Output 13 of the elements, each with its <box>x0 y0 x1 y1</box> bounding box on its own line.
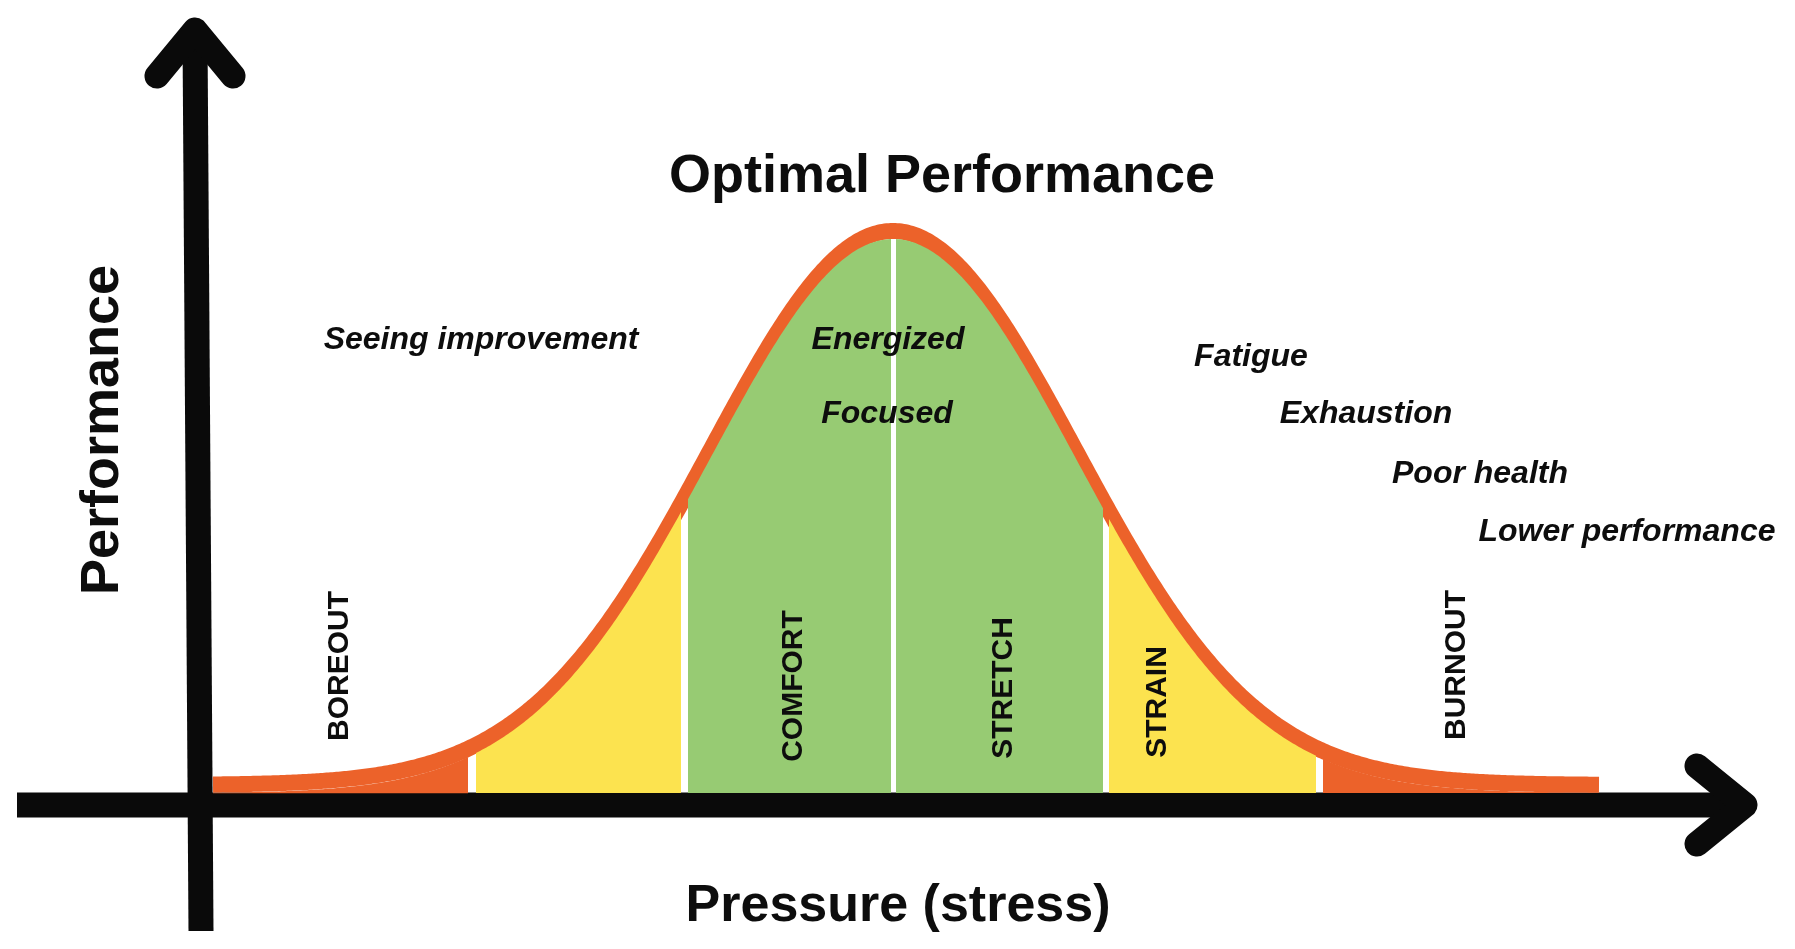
zone-label: BOREOUT <box>323 591 353 741</box>
zone-band <box>1109 519 1316 793</box>
annotation-text: Exhaustion <box>1279 396 1453 428</box>
annotation-text: Poor health <box>1392 456 1568 488</box>
zone-label: STRAIN <box>1141 646 1171 758</box>
annotation-text: Lower performance <box>1478 514 1776 546</box>
annotation-text: Fatigue <box>1194 339 1308 371</box>
zone-band <box>476 511 681 793</box>
zone-label: STRETCH <box>987 617 1017 759</box>
axis-title: Performance <box>72 264 126 596</box>
annotation-text: Seeing improvement <box>323 322 639 354</box>
zone-label: COMFORT <box>777 610 807 762</box>
zone-label: BURNOUT <box>1440 590 1470 740</box>
